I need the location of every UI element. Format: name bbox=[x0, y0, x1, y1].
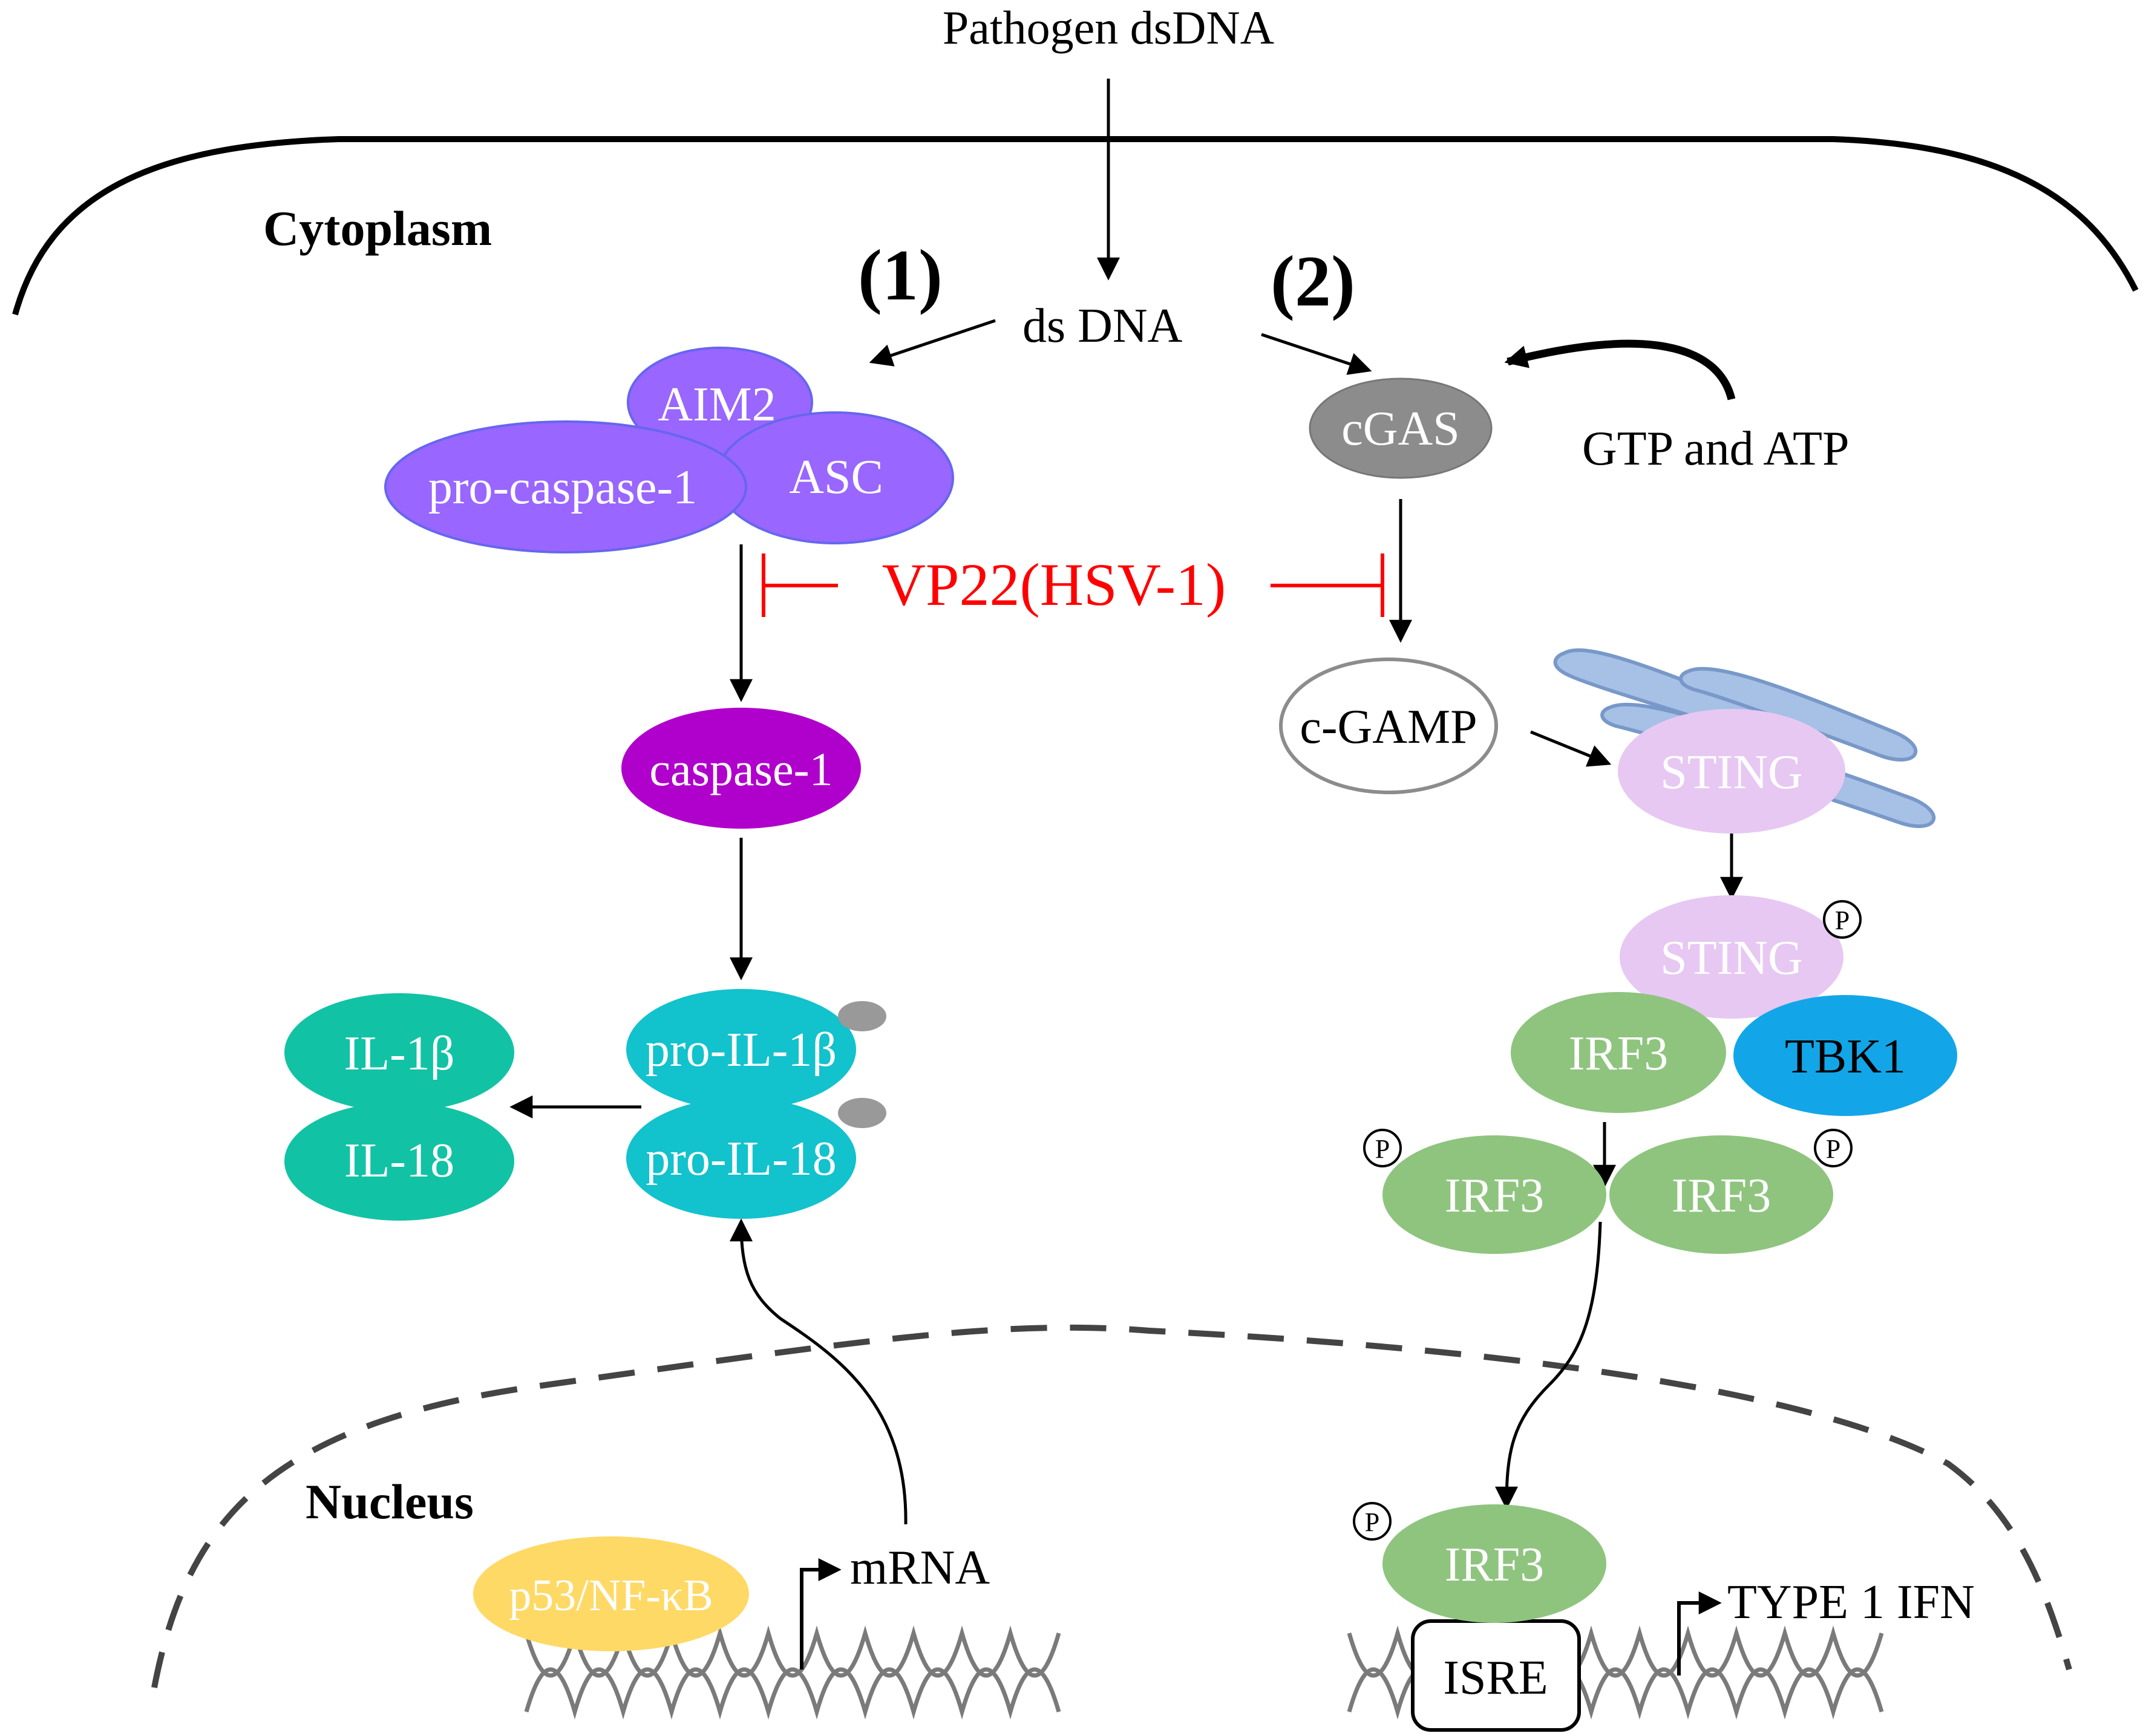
cgas-node bbox=[1309, 377, 1493, 479]
cleavage-site-2 bbox=[838, 1098, 886, 1128]
pro-caspase-label: pro-caspase-1 bbox=[428, 461, 697, 514]
sting-node bbox=[1618, 709, 1845, 834]
arrow-dimer-to-nucleus bbox=[1495, 1221, 1602, 1510]
phospho-irf3-left bbox=[1363, 1129, 1402, 1167]
pro-il18-label: pro-IL-18 bbox=[646, 1132, 836, 1186]
sting-p-node bbox=[1620, 895, 1843, 1019]
p53-nfkb-node bbox=[473, 1536, 749, 1651]
nuclear-envelope bbox=[151, 1324, 2072, 1688]
irf3-nuclear-label: IRF3 bbox=[1445, 1538, 1545, 1591]
pro-caspase-node bbox=[384, 420, 747, 553]
pro-il1b-node bbox=[626, 989, 856, 1110]
p53-nfkb-label: p53/NF-κB bbox=[509, 1571, 713, 1620]
irf3-dimer-right-label: IRF3 bbox=[1672, 1169, 1771, 1222]
cgas-label: cGAS bbox=[1341, 402, 1460, 455]
il18-label: IL-18 bbox=[344, 1134, 454, 1187]
mrna-label: mRNA bbox=[850, 1541, 990, 1594]
caspase1-label: caspase-1 bbox=[649, 743, 833, 795]
pathway-2-label: (2) bbox=[1271, 241, 1355, 321]
transcription-arrow-left bbox=[800, 1558, 842, 1669]
cgamp-node bbox=[1279, 658, 1498, 794]
gtp-atp-label: GTP and ATP bbox=[1582, 422, 1850, 475]
irf3-label: IRF3 bbox=[1569, 1027, 1669, 1080]
pro-il18-node bbox=[626, 1098, 856, 1219]
cell-membrane bbox=[12, 136, 2139, 316]
cgamp-label: c-GAMP bbox=[1300, 700, 1477, 754]
tbk1-label: TBK1 bbox=[1785, 1030, 1906, 1083]
arrow-mrna-to-proil18 bbox=[730, 1218, 908, 1525]
phospho-sting bbox=[1823, 900, 1862, 939]
type1-ifn-label: TYPE 1 IFN bbox=[1727, 1576, 1975, 1629]
pathogen-label: Pathogen dsDNA bbox=[943, 1, 1274, 54]
irf3-nuclear-node bbox=[1382, 1504, 1606, 1623]
tbk1-node bbox=[1733, 995, 1957, 1116]
phospho-irf3-nuclear-label: P bbox=[1365, 1507, 1379, 1537]
sting-p-label: STING bbox=[1660, 932, 1803, 985]
phospho-irf3-left-label: P bbox=[1375, 1134, 1390, 1164]
irf3-dimer-right-node bbox=[1609, 1135, 1833, 1254]
cytoplasm-label: Cytoplasm bbox=[263, 201, 492, 256]
sting-label: STING bbox=[1660, 746, 1803, 799]
il1b-label: IL-1β bbox=[344, 1027, 455, 1080]
irf3-dimer-left-node bbox=[1382, 1135, 1606, 1254]
arrow-dsdna-to-aim2 bbox=[869, 319, 996, 367]
cleavage-site-1 bbox=[838, 1001, 886, 1031]
pro-il1b-label: pro-IL-1β bbox=[646, 1023, 837, 1077]
dsdna-label: ds DNA bbox=[1022, 299, 1183, 353]
transcription-arrow-right bbox=[1677, 1591, 1722, 1676]
arrow-dsdna-to-cgas bbox=[1261, 333, 1372, 375]
phospho-irf3-right-label: P bbox=[1826, 1134, 1840, 1164]
vp22-label: VP22(HSV-1) bbox=[882, 551, 1226, 618]
irf3-dimer-left-label: IRF3 bbox=[1445, 1169, 1545, 1222]
phospho-sting-label: P bbox=[1835, 906, 1850, 935]
asc-label: ASC bbox=[789, 451, 883, 504]
pathway-1-label: (1) bbox=[858, 235, 943, 315]
phospho-irf3-nuclear bbox=[1353, 1502, 1392, 1541]
irf3-node bbox=[1511, 992, 1726, 1113]
il18-node bbox=[284, 1102, 514, 1221]
il1b-node bbox=[284, 993, 514, 1112]
nucleus-label: Nucleus bbox=[306, 1474, 474, 1529]
caspase1-node bbox=[621, 708, 861, 829]
arrow-gtp-to-cgas bbox=[1504, 339, 1736, 400]
aim2-label: AIM2 bbox=[658, 378, 776, 431]
isre-label: ISRE bbox=[1443, 1651, 1548, 1705]
phospho-irf3-right bbox=[1814, 1129, 1853, 1167]
arrow-cgamp-to-sting bbox=[1530, 730, 1612, 767]
